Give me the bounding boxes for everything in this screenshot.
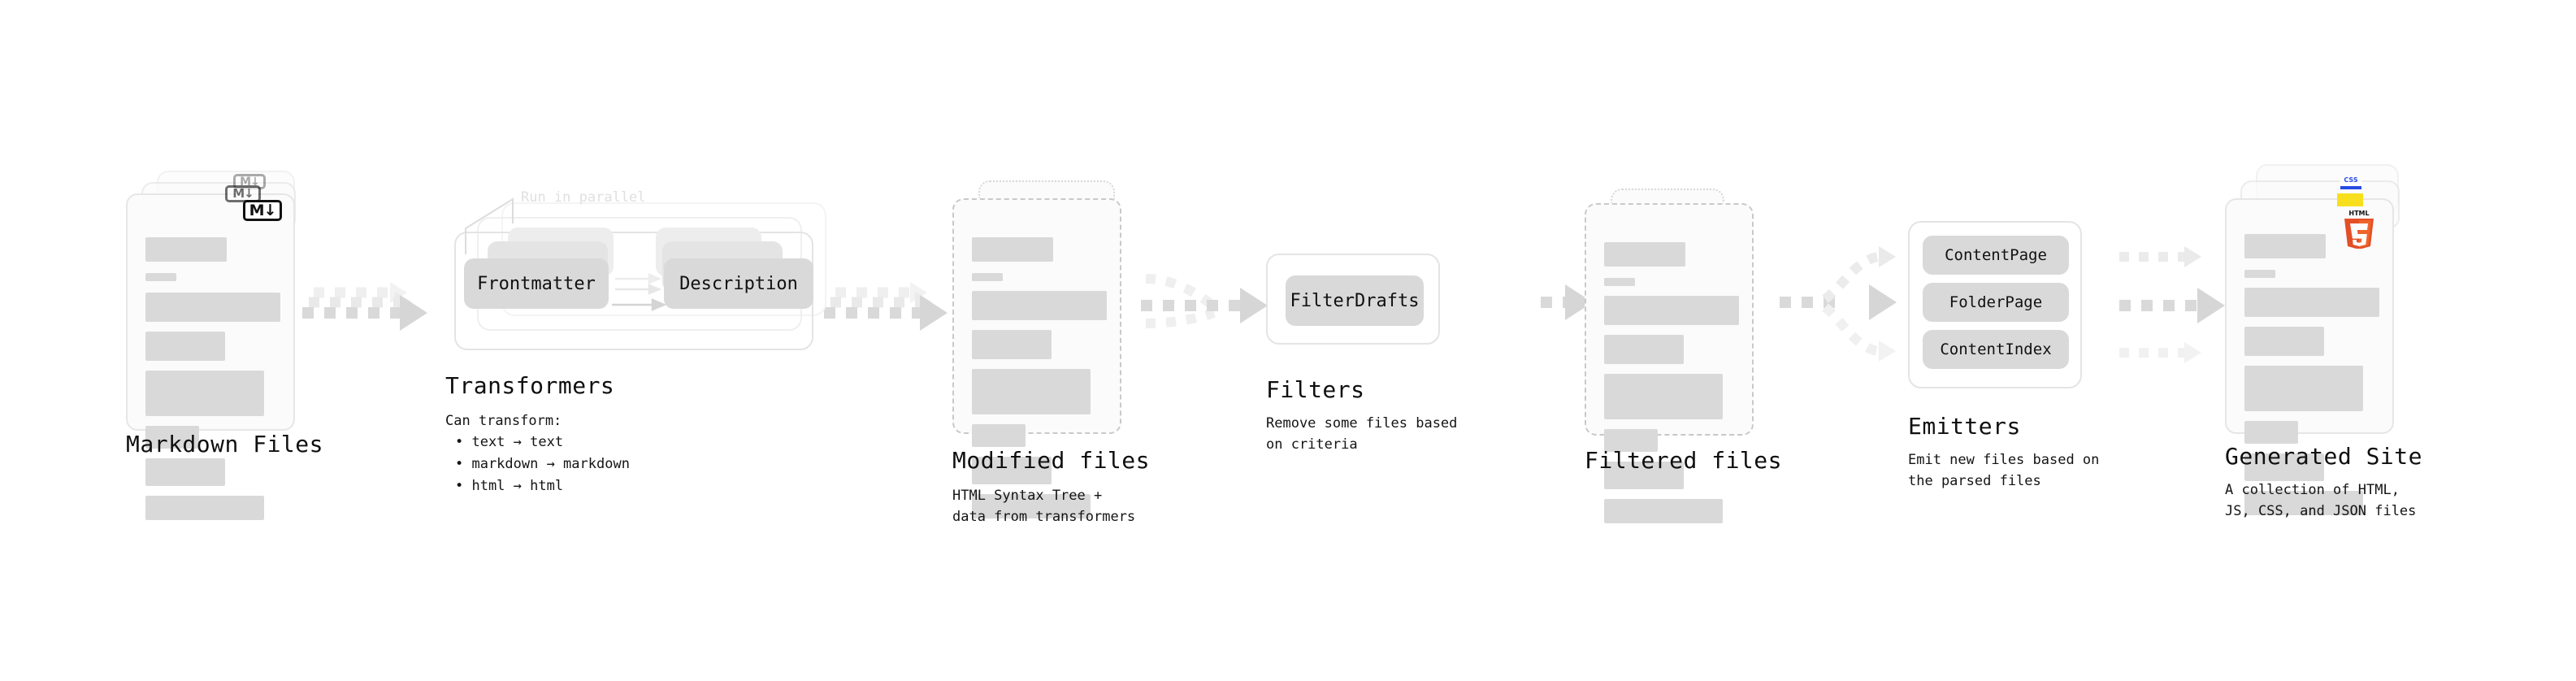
skeleton-line <box>972 369 1091 414</box>
modified-card-front <box>952 198 1121 518</box>
svg-text:HTML: HTML <box>2348 210 2369 217</box>
skeleton-line <box>1604 429 1658 452</box>
transformer-pill-label: Frontmatter <box>477 273 596 294</box>
stage-title-markdown-files: Markdown Files <box>126 431 324 458</box>
skeleton-line <box>145 273 176 281</box>
connector-modified-to-filters <box>1141 274 1268 328</box>
transformers-bullet-2: • html → html <box>455 478 564 494</box>
connector-emitters-to-site <box>2119 246 2225 363</box>
skeleton-line <box>2244 366 2363 411</box>
emitters-subtitle: Emit new files based on the parsed files <box>1908 452 2100 490</box>
run-in-parallel-label: Run in parallel <box>521 189 646 206</box>
skeleton-line <box>972 457 1052 484</box>
skeleton-line <box>972 424 1026 447</box>
stage-title-modified-files: Modified files <box>952 447 1151 474</box>
emitter-pill-contentpage[interactable]: ContentPage <box>1923 236 2069 275</box>
skeleton-line <box>1604 242 1685 267</box>
emitter-pill-label: FolderPage <box>1949 293 2043 311</box>
skeleton-line <box>1604 462 1684 489</box>
emitter-pill-label: ContentIndex <box>1940 340 2052 358</box>
skeleton-line <box>972 330 1052 359</box>
skeleton-line <box>2244 327 2324 356</box>
transformer-pill-frontmatter[interactable]: Frontmatter <box>464 258 609 309</box>
stage-title-filtered-files: Filtered files <box>1585 447 1783 474</box>
transformer-inner-arrows <box>465 197 667 311</box>
transformers-group: Frontmatter Description Run in parallel <box>443 189 849 362</box>
skeleton-line <box>145 332 225 361</box>
markdown-icon: M↓ <box>243 200 282 221</box>
skeleton-line <box>2244 453 2324 481</box>
run-in-parallel-bracket <box>465 197 514 254</box>
filtered-card-front <box>1585 203 1754 523</box>
skeleton-line <box>2244 270 2275 278</box>
skeleton-line <box>145 496 264 520</box>
skeleton-line <box>145 293 280 322</box>
skeleton-line <box>2244 288 2379 317</box>
js-icon: JS <box>2337 193 2363 206</box>
skeleton-line <box>972 273 1003 281</box>
generated-site-subtitle: A collection of HTML, JS, CSS, and JSON … <box>2225 482 2417 520</box>
transformer-pill-description[interactable]: Description <box>664 258 813 309</box>
skeleton-line <box>972 291 1107 320</box>
skeleton-line <box>972 237 1053 262</box>
skeleton-line <box>972 494 1091 518</box>
transformers-subtitle: Can transform: <box>445 413 562 429</box>
stage-title-transformers: Transformers <box>445 372 615 399</box>
emitter-pill-folderpage[interactable]: FolderPage <box>1923 283 2069 322</box>
transformers-bullet-1: • markdown → markdown <box>455 456 630 472</box>
skeleton-line <box>1604 335 1684 364</box>
filter-pill-label: FilterDrafts <box>1290 290 1420 311</box>
skeleton-line <box>1604 499 1723 523</box>
modified-files-subtitle: HTML Syntax Tree + data from transformer… <box>952 488 1136 526</box>
transformer-pill-label: Description <box>679 273 798 294</box>
emitters-box: ContentPage FolderPage ContentIndex <box>1908 221 2082 388</box>
skeleton-line <box>2244 421 2298 444</box>
stage-title-emitters: Emitters <box>1908 413 2021 440</box>
skeleton-line <box>145 458 225 486</box>
css-icon: CSS <box>2340 177 2361 189</box>
emitter-pill-contentindex[interactable]: ContentIndex <box>1923 330 2069 369</box>
stage-title-filters: Filters <box>1266 376 1365 403</box>
filters-box: FilterDrafts <box>1266 254 1440 345</box>
skeleton-line <box>1604 374 1723 419</box>
transformers-bullet-0: • text → text <box>455 434 564 450</box>
markdown-card-front <box>126 193 295 520</box>
skeleton-line <box>1604 296 1739 325</box>
skeleton-line <box>145 371 264 416</box>
filters-subtitle: Remove some files based on criteria <box>1266 415 1458 453</box>
stage-title-generated-site: Generated Site <box>2225 443 2423 470</box>
filter-pill-filterdrafts[interactable]: FilterDrafts <box>1286 275 1424 326</box>
skeleton-line <box>2244 234 2326 258</box>
skeleton-line <box>145 237 227 262</box>
emitter-pill-label: ContentPage <box>1945 246 2047 264</box>
skeleton-line <box>1604 278 1635 286</box>
connector-md-to-transformers <box>302 282 427 331</box>
connector-filtered-to-emitters <box>1780 246 1897 362</box>
skeleton-line <box>145 426 199 449</box>
skeleton-line <box>2244 491 2363 515</box>
html5-icon: HTML <box>2340 208 2378 249</box>
